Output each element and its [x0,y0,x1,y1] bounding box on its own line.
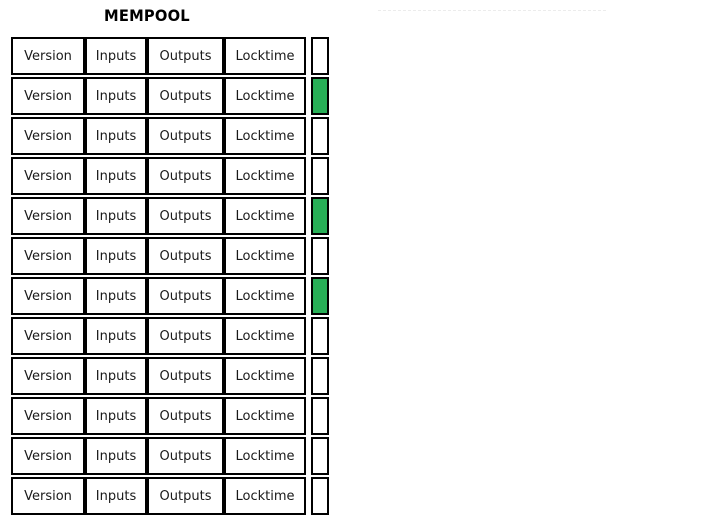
cell-locktime[interactable]: Locktime [224,117,306,155]
cell-inputs[interactable]: Inputs [85,397,147,435]
cell-locktime[interactable]: Locktime [224,437,306,475]
status-indicator-pending [313,119,327,153]
cell-inputs[interactable]: Inputs [85,277,147,315]
cell-locktime[interactable]: Locktime [224,157,306,195]
cell-outputs[interactable]: Outputs [147,477,224,515]
status-badge[interactable] [311,117,329,155]
cell-inputs[interactable]: Inputs [85,477,147,515]
cell-outputs[interactable]: Outputs [147,117,224,155]
cell-version[interactable]: Version [11,397,85,435]
status-badge[interactable] [311,37,329,75]
cell-inputs[interactable]: Inputs [85,357,147,395]
cell-outputs[interactable]: Outputs [147,397,224,435]
status-badge[interactable] [311,317,329,355]
cell-outputs[interactable]: Outputs [147,237,224,275]
cell-outputs[interactable]: Outputs [147,357,224,395]
status-indicator-pending [313,399,327,433]
cell-locktime[interactable]: Locktime [224,277,306,315]
status-badge[interactable] [311,77,329,115]
dashed-rule [378,10,606,11]
cell-outputs[interactable]: Outputs [147,157,224,195]
cell-outputs[interactable]: Outputs [147,437,224,475]
cell-version[interactable]: Version [11,197,85,235]
cell-inputs[interactable]: Inputs [85,317,147,355]
status-badge[interactable] [311,357,329,395]
status-indicator-pending [313,319,327,353]
status-indicator-pending [313,39,327,73]
cell-version[interactable]: Version [11,277,85,315]
cell-outputs[interactable]: Outputs [147,77,224,115]
cell-inputs[interactable]: Inputs [85,237,147,275]
cell-version[interactable]: Version [11,157,85,195]
cell-version[interactable]: Version [11,477,85,515]
cell-outputs[interactable]: Outputs [147,317,224,355]
cell-inputs[interactable]: Inputs [85,157,147,195]
cell-locktime[interactable]: Locktime [224,37,306,75]
cell-inputs[interactable]: Inputs [85,77,147,115]
status-indicator-confirmed [313,279,327,313]
cell-locktime[interactable]: Locktime [224,77,306,115]
status-badge[interactable] [311,277,329,315]
status-indicator-confirmed [313,199,327,233]
cell-locktime[interactable]: Locktime [224,477,306,515]
cell-outputs[interactable]: Outputs [147,37,224,75]
status-indicator-pending [313,479,327,513]
cell-locktime[interactable]: Locktime [224,397,306,435]
status-indicator-pending [313,359,327,393]
status-indicator-pending [313,239,327,273]
cell-locktime[interactable]: Locktime [224,357,306,395]
status-badge[interactable] [311,157,329,195]
status-indicator-pending [313,439,327,473]
cell-version[interactable]: Version [11,357,85,395]
cell-locktime[interactable]: Locktime [224,197,306,235]
status-badge[interactable] [311,397,329,435]
cell-locktime[interactable]: Locktime [224,237,306,275]
status-badge[interactable] [311,237,329,275]
cell-inputs[interactable]: Inputs [85,37,147,75]
status-badge[interactable] [311,437,329,475]
cell-version[interactable]: Version [11,317,85,355]
cell-version[interactable]: Version [11,77,85,115]
page-title: MEMPOOL [104,6,190,25]
cell-version[interactable]: Version [11,237,85,275]
cell-version[interactable]: Version [11,117,85,155]
status-indicator-pending [313,159,327,193]
cell-version[interactable]: Version [11,437,85,475]
cell-version[interactable]: Version [11,37,85,75]
cell-inputs[interactable]: Inputs [85,437,147,475]
status-badge[interactable] [311,477,329,515]
cell-inputs[interactable]: Inputs [85,117,147,155]
cell-outputs[interactable]: Outputs [147,197,224,235]
cell-inputs[interactable]: Inputs [85,197,147,235]
status-indicator-confirmed [313,79,327,113]
status-badge[interactable] [311,197,329,235]
cell-locktime[interactable]: Locktime [224,317,306,355]
cell-outputs[interactable]: Outputs [147,277,224,315]
